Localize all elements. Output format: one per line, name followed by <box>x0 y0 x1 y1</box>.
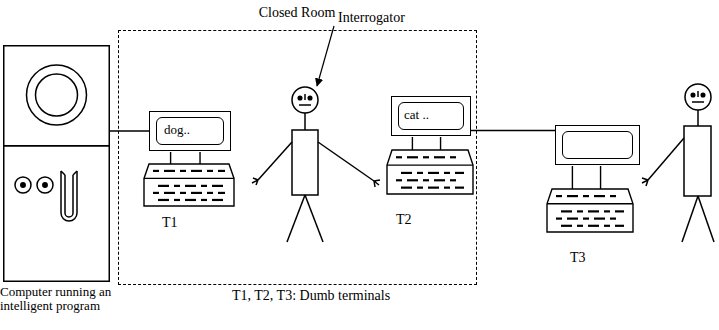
terminal: dog..T1 <box>149 111 231 151</box>
interrogator-figure <box>252 87 380 242</box>
closed-room: Closed Roomdog..T1cat ..T2 <box>118 30 477 285</box>
keyboard-drawing <box>143 163 237 209</box>
terminal-label: T1 <box>162 215 178 231</box>
terminal-cable <box>110 130 149 132</box>
leader-line <box>317 26 334 86</box>
terminal-label: T3 <box>570 250 586 266</box>
screen-text: cat .. <box>404 107 429 123</box>
keyboard-drawing <box>386 149 476 197</box>
callout-label: Interrogator <box>338 10 405 26</box>
screen-text: dog.. <box>164 122 190 138</box>
keyboard-drawing <box>546 188 636 235</box>
computer-drawing <box>3 45 110 282</box>
room-heading: Closed Room <box>119 5 475 21</box>
terminal-label: T2 <box>396 212 412 228</box>
terminal-screen <box>562 131 633 159</box>
caption: T1, T2, T3: Dumb terminals <box>232 288 390 304</box>
terminal: T3 <box>555 125 640 165</box>
terminal: cat ..T2 <box>391 96 471 136</box>
human-figure <box>642 84 714 242</box>
terminal-cable <box>471 130 555 132</box>
computer: Computer running an intelligent program <box>3 45 110 282</box>
computer-label: Computer running an intelligent program <box>0 285 140 313</box>
